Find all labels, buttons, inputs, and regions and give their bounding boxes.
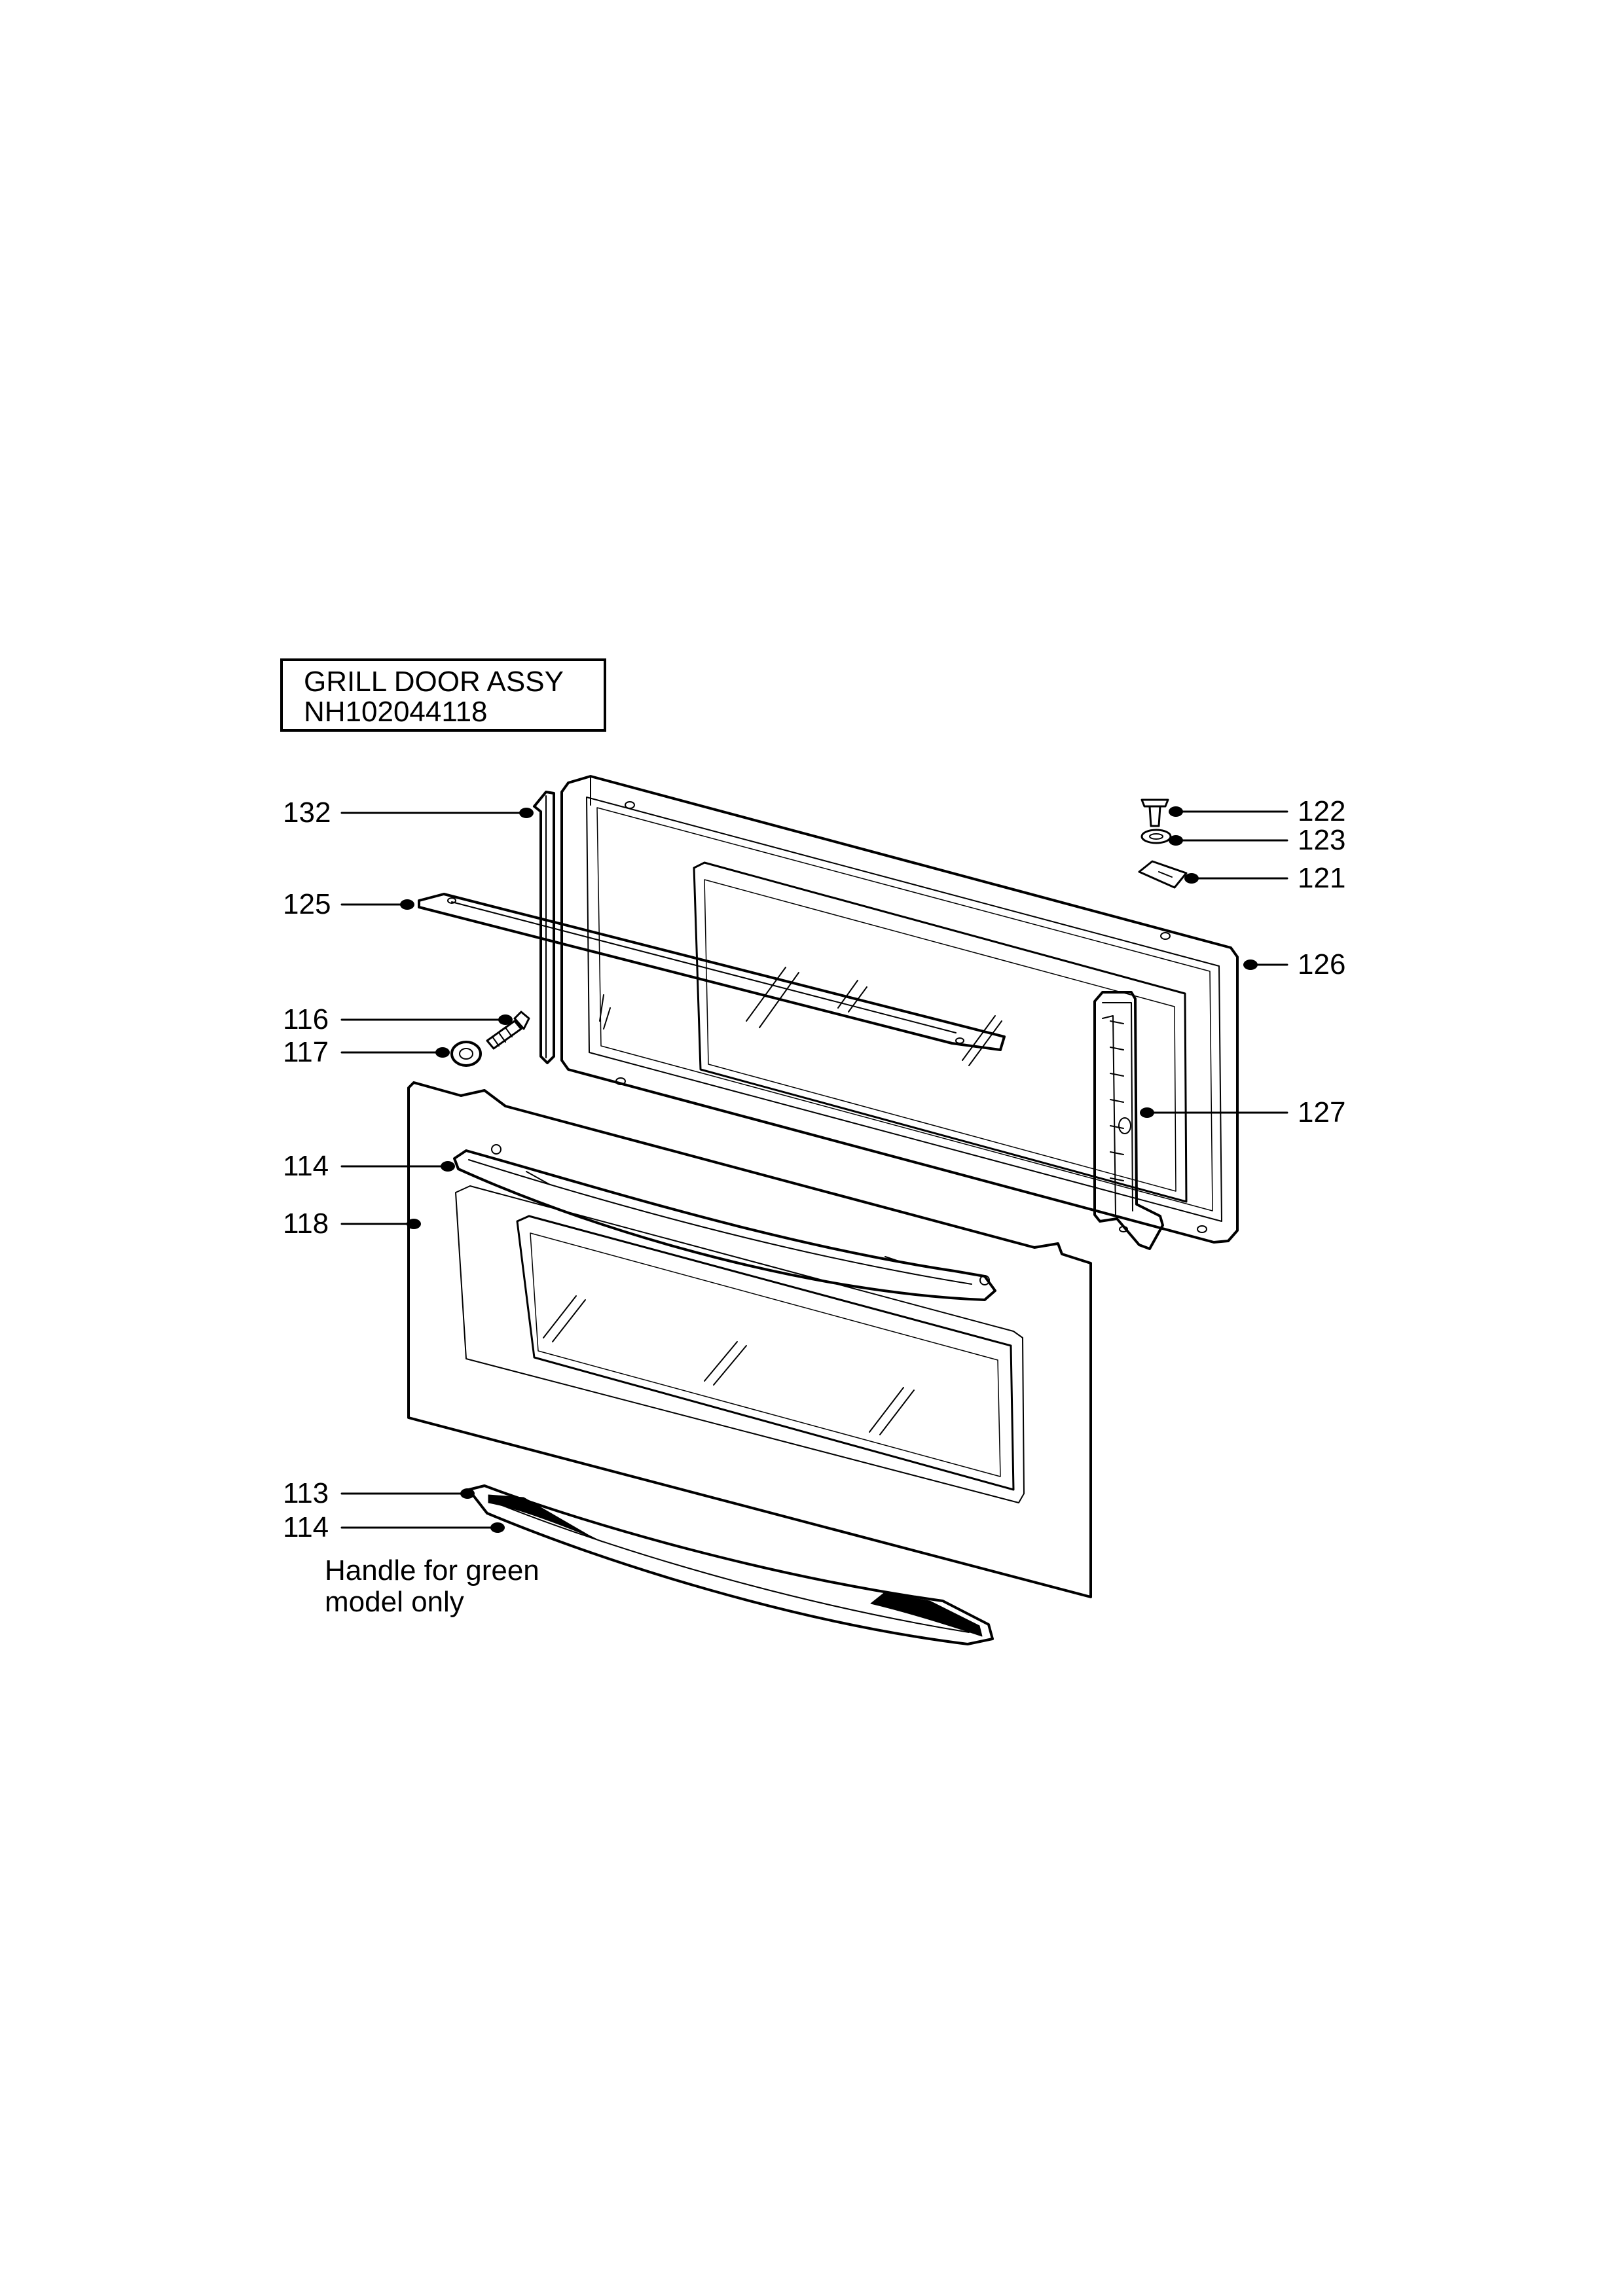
callout-114: 114 [283, 1150, 329, 1182]
callout-132: 132 [283, 797, 331, 829]
support-bar [418, 893, 1006, 1051]
handle-note: Handle for green model only [325, 1554, 539, 1619]
green-model-handle [467, 1484, 994, 1645]
callout-118: 118 [283, 1208, 329, 1240]
callout-122: 122 [1298, 795, 1346, 827]
outer-door-panel [407, 1081, 1092, 1598]
clip [1138, 860, 1188, 889]
callout-126: 126 [1298, 948, 1346, 980]
leader-lines [340, 810, 1288, 1529]
callout-114-green: 114 [283, 1511, 329, 1543]
door-handle [453, 1149, 996, 1301]
screw [486, 1011, 530, 1050]
leader-dots [400, 806, 1258, 1533]
callout-125: 125 [283, 888, 331, 920]
callout-116: 116 [283, 1003, 329, 1035]
handle-note-line2: model only [325, 1586, 464, 1619]
callout-127: 127 [1298, 1096, 1346, 1128]
callout-123: 123 [1298, 824, 1346, 856]
bush [450, 1041, 482, 1067]
assembly-part-number: NH102044118 [304, 696, 488, 728]
callout-117: 117 [283, 1036, 329, 1068]
flat-head-screw [1140, 798, 1169, 827]
assembly-title: GRILL DOOR ASSY [304, 666, 564, 698]
handle-note-line1: Handle for green [325, 1554, 539, 1587]
callout-113: 113 [283, 1477, 329, 1509]
callout-121: 121 [1298, 862, 1346, 894]
washer [1140, 829, 1172, 844]
hinge [1093, 991, 1164, 1250]
title-box: GRILL DOOR ASSY NH102044118 [280, 658, 606, 732]
inner-door-panel [560, 775, 1239, 1244]
